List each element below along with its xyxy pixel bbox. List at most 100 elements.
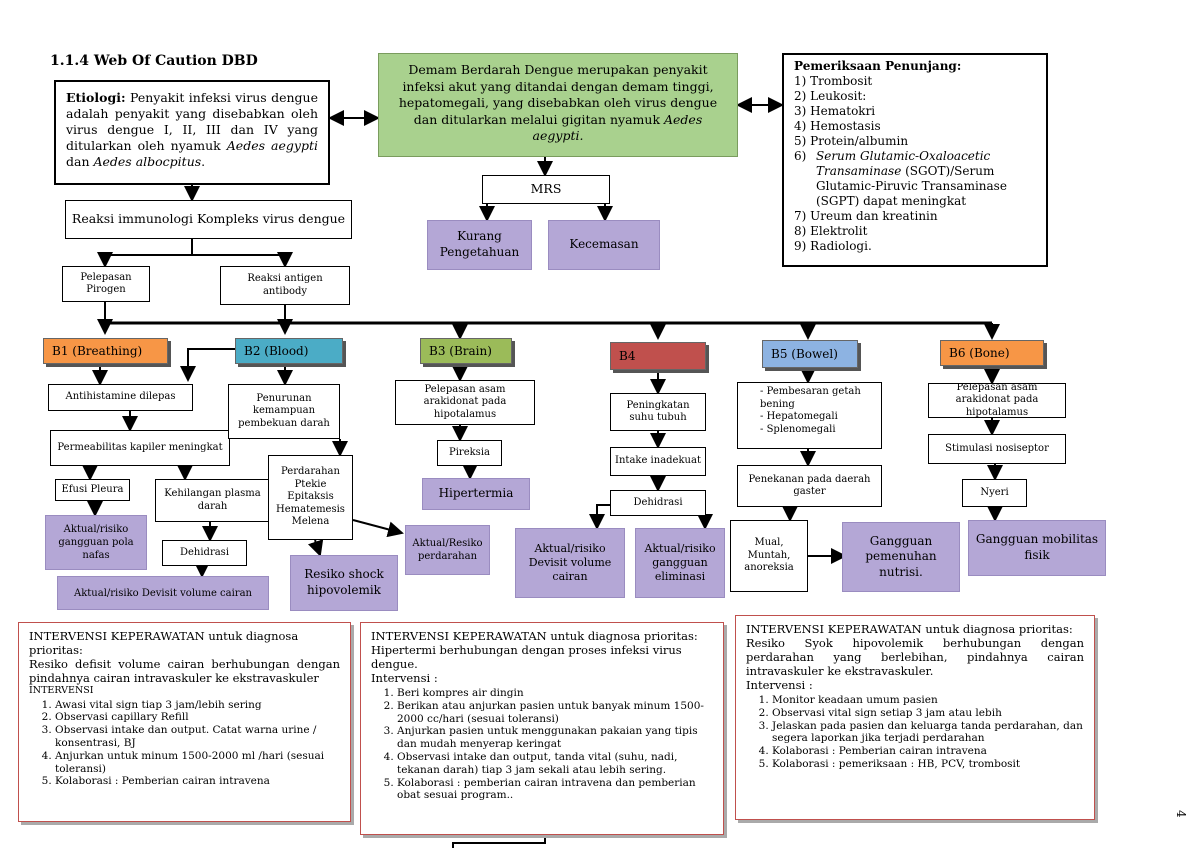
penunjang-num: 1): [794, 74, 807, 88]
nyeri-box: Nyeri: [962, 479, 1027, 507]
devisit-volume-box-1: Aktual/risiko Devisit volume cairan: [57, 576, 269, 610]
b3-brain-header: B3 (Brain): [420, 338, 512, 364]
penunjang-text: Elektrolit: [810, 224, 868, 238]
penunjang-item: 8) Elektrolit: [794, 224, 1036, 239]
penunjang-item: 6) Serum Glutamic-Oxaloacetic Transaminas…: [794, 149, 1036, 209]
b6-bone-header: B6 (Bone): [940, 340, 1044, 366]
bowel-list-item: - Splenomegali: [760, 423, 836, 435]
etiologi-box: Etiologi: Penyakit infeksi virus dengue …: [54, 80, 330, 185]
page-number: 4: [1174, 810, 1188, 818]
stimulasi-nosiseptor-box: Stimulasi nosiseptor: [928, 434, 1066, 464]
pireksia-box: Pireksia: [437, 440, 502, 466]
penunjang-num: 2): [794, 89, 807, 103]
intervensi-heading: INTERVENSI KEPERAWATAN untuk diagnosa pr…: [371, 629, 698, 643]
gangguan-mobilitas-box: Gangguan mobilitas fisik: [968, 520, 1106, 576]
intervensi-box-3: INTERVENSI KEPERAWATAN untuk diagnosa pr…: [735, 615, 1095, 820]
etiologi-text-3: .: [201, 154, 206, 169]
bowel-list-item: - Pembesaran getah bening: [760, 386, 861, 410]
etiologi-species-1: Aedes aegypti: [226, 138, 318, 153]
penunjang-text: Protein/albumin: [810, 134, 909, 148]
intervensi-item: Anjurkan pasien untuk menggunakan pakaia…: [397, 725, 713, 751]
hipertermia-box: Hipertermia: [422, 478, 530, 510]
intervensi-item: Monitor keadaan umum pasien: [772, 694, 1084, 707]
intervensi-item: Beri kompres air dingin: [397, 687, 713, 700]
penunjang-num: 7): [794, 209, 807, 223]
intervensi-heading: INTERVENSI KEPERAWATAN untuk diagnosa pr…: [746, 622, 1073, 636]
section-title: 1.1.4 Web Of Caution DBD: [50, 53, 258, 69]
kehilangan-plasma-box: Kehilangan plasma darah: [155, 479, 270, 522]
b1-breathing-header: B1 (Breathing): [43, 338, 168, 364]
bowel-list-box: - Pembesaran getah bening - Hepatomegali…: [737, 382, 882, 449]
bowel-list-item: - Hepatomegali: [760, 411, 838, 422]
mual-muntah-box: Mual, Muntah, anoreksia: [730, 520, 808, 592]
efusi-pleura-box: Efusi Pleura: [55, 479, 130, 501]
peningkatan-suhu-box: Peningkatan suhu tubuh: [610, 393, 706, 431]
penunjang-item: 2) Leukosit:: [794, 89, 1036, 104]
penunjang-box: Pemeriksaan Penunjang: 1) Trombosit 2) L…: [782, 53, 1048, 267]
intervensi-item: Jelaskan pada pasien dan keluarga tanda …: [772, 720, 1084, 746]
dehidrasi-box-1: Dehidrasi: [162, 540, 247, 566]
permeabilitas-box: Permeabilitas kapiler meningkat: [50, 430, 230, 466]
penunjang-text: Hematokri: [810, 104, 876, 118]
aktual-perdarahan-box: Aktual/Resiko perdarahan: [405, 525, 490, 575]
dehidrasi-box-2: Dehidrasi: [610, 490, 706, 516]
penunjang-text: Hemostasis: [810, 119, 881, 133]
intervensi-heading: INTERVENSI KEPERAWATAN untuk diagnosa pr…: [29, 629, 299, 658]
arakidonat-box-1: Pelepasan asam arakidonat pada hipotalam…: [395, 380, 535, 425]
penunjang-num: 9): [794, 239, 807, 253]
penunjang-num: 6): [794, 149, 807, 163]
intervensi-diagnosis: Hipertermi berhubungan dengan proses inf…: [371, 643, 682, 672]
perdarahan-list-box: Perdarahan Ptekie Epitaksis Hematemesis …: [268, 455, 353, 540]
gangguan-eliminasi-box: Aktual/risiko gangguan eliminasi: [635, 528, 725, 598]
intervensi-subheading: INTERVENSI: [29, 685, 94, 697]
penunjang-num: 4): [794, 119, 807, 133]
intervensi-item: Observasi intake dan output, tanda vital…: [397, 751, 713, 777]
definition-species: Aedes aegypti.: [532, 111, 703, 144]
bowel-item-text: Hepatomegali: [766, 411, 838, 422]
penunjang-item: 3) Hematokri: [794, 104, 1036, 119]
penekanan-gaster-box: Penekanan pada daerah gaster: [737, 465, 882, 507]
penunjang-italic: Serum Glutamic-Oxaloacetic Transaminase: [816, 149, 991, 178]
penunjang-item: 9) Radiologi.: [794, 239, 1036, 254]
kurang-pengetahuan-box: Kurang Pengetahuan: [427, 220, 532, 270]
penunjang-text: Trombosit: [810, 74, 873, 88]
penunjang-item: 7) Ureum dan kreatinin: [794, 209, 1036, 224]
reaksi-antigen-box: Reaksi antigen antibody: [220, 266, 350, 305]
intervensi-box-2: INTERVENSI KEPERAWATAN untuk diagnosa pr…: [360, 622, 724, 835]
mrs-box: MRS: [482, 175, 610, 204]
intervensi-item: Kolaborasi : pemberian cairan intravena …: [397, 777, 713, 803]
intervensi-subheading: Intervensi :: [746, 678, 813, 693]
definition-text: Demam Berdarah Dengue merupakan penyakit…: [398, 62, 718, 127]
intervensi-box-1: INTERVENSI KEPERAWATAN untuk diagnosa pr…: [18, 622, 351, 822]
gangguan-pola-nafas-box: Aktual/risiko gangguan pola nafas: [45, 515, 147, 570]
bowel-item-text: Pembesaran getah bening: [760, 386, 861, 410]
penunjang-title: Pemeriksaan Penunjang:: [794, 59, 962, 73]
intervensi-item: Anjurkan untuk minum 1500-2000 ml /hari …: [55, 750, 340, 776]
intervensi-item: Observasi vital sign setiap 3 jam atau l…: [772, 707, 1084, 720]
reaksi-imun-box: Reaksi immunologi Kompleks virus dengue: [65, 200, 352, 239]
b2-blood-header: B2 (Blood): [235, 338, 343, 364]
etiologi-text: Penyakit infeksi virus dengue adalah pen…: [66, 90, 318, 153]
antihistamine-box: Antihistamine dilepas: [48, 384, 193, 411]
intervensi-item: Kolaborasi : Pemberian cairan intravena: [772, 745, 1084, 758]
devisit-volume-box-2: Aktual/risiko Devisit volume cairan: [515, 528, 625, 598]
penunjang-num: 5): [794, 134, 807, 148]
resiko-shock-box: Resiko shock hipovolemik: [290, 555, 398, 611]
etiologi-species-2: Aedes albocpitus: [93, 154, 202, 169]
penunjang-num: 3): [794, 104, 807, 118]
intervensi-diagnosis: Resiko Syok hipovolemik berhubungan deng…: [746, 636, 1084, 679]
arakidonat-box-2: Pelepasan asam arakidonat pada hipotalam…: [928, 383, 1066, 418]
penunjang-text: Leukosit:: [810, 89, 867, 103]
penunjang-text: Radiologi.: [810, 239, 872, 253]
penunjang-text: Ureum dan kreatinin: [810, 209, 938, 223]
intervensi-item: Berikan atau anjurkan pasien untuk banya…: [397, 700, 713, 726]
definition-box: Demam Berdarah Dengue merupakan penyakit…: [378, 53, 738, 157]
intervensi-item: Observasi intake dan output. Catat warna…: [55, 724, 340, 750]
bowel-item-text: Splenomegali: [766, 423, 836, 435]
b5-bowel-header: B5 (Bowel): [762, 340, 858, 368]
intervensi-item: Observasi capillary Refill: [55, 711, 340, 724]
intervensi-item: Awasi vital sign tiap 3 jam/lebih sering: [55, 699, 340, 712]
intervensi-subheading: Intervensi :: [371, 671, 438, 686]
b4-header: B4: [610, 342, 706, 370]
intervensi-item: Kolaborasi : Pemberian cairan intravena: [55, 775, 340, 788]
